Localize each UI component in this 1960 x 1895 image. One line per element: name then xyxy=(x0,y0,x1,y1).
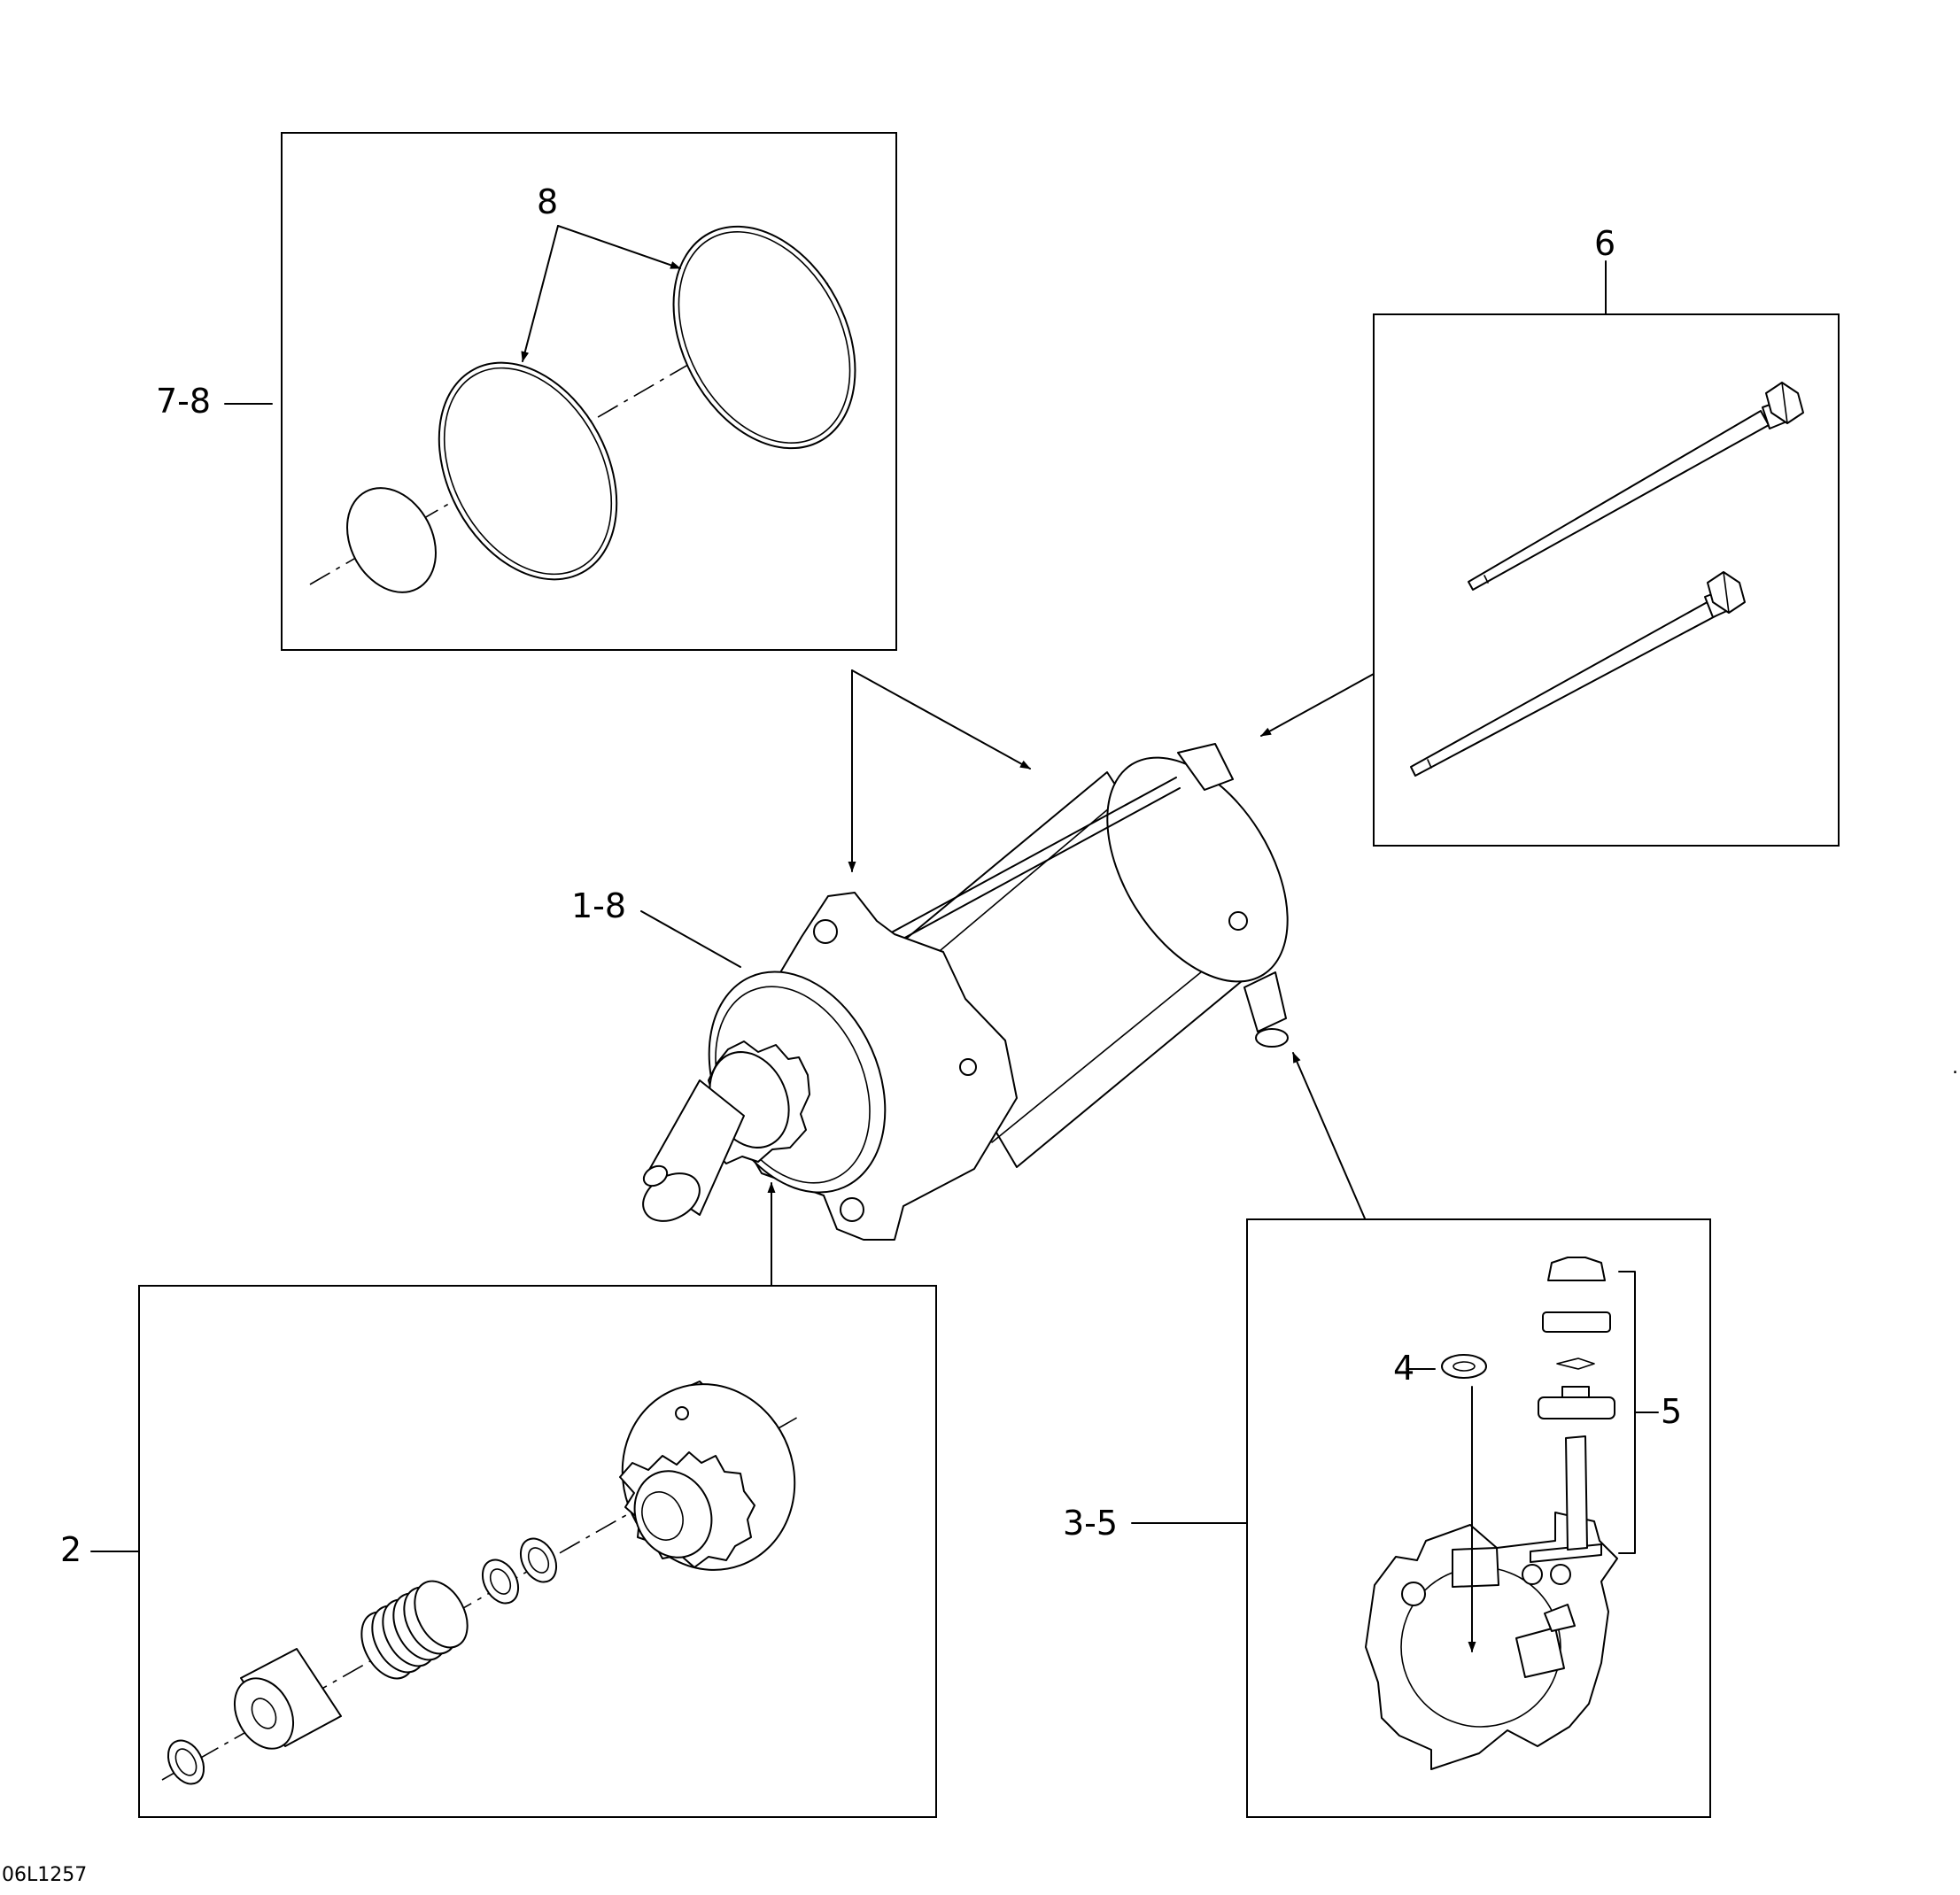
starter-body-seam xyxy=(911,798,1121,975)
drive-pinion-bore xyxy=(641,1491,684,1541)
large-o-ring-inner xyxy=(678,231,851,444)
brush-holder-box xyxy=(1246,1218,1711,1818)
o-ring-kit-box: 8 xyxy=(281,132,897,651)
brush-block-a xyxy=(1452,1547,1499,1588)
terminal-tip xyxy=(1255,1028,1289,1048)
bolt-to-starter-arrow xyxy=(1260,673,1375,737)
through-bolt-box: 6 xyxy=(1373,224,1840,847)
figure-code: 06L1257 xyxy=(2,1864,87,1886)
callout-1-8-label: 1-8 xyxy=(571,886,626,925)
shaft-tip xyxy=(642,1164,669,1187)
terminal-bolt-shank xyxy=(1565,1435,1588,1551)
brush-plate-hole-right-b xyxy=(1550,1564,1571,1585)
rear-cap-nut xyxy=(1177,743,1234,791)
brush-holder-to-starter-arrow xyxy=(1292,1052,1366,1219)
drive-washer-a-hole xyxy=(489,1568,512,1595)
drive-bushing xyxy=(233,1648,342,1750)
drive-spring xyxy=(360,1580,469,1680)
through-bolt-upper xyxy=(1468,382,1804,591)
starter-through-bolt-upper-b xyxy=(879,787,1181,952)
bolt-lower-hex-edge xyxy=(1723,571,1730,614)
terminal-stud xyxy=(1243,971,1287,1033)
drive-washer-a xyxy=(481,1559,520,1605)
lock-washer xyxy=(1556,1357,1595,1370)
drive-clutch-housing xyxy=(619,1381,796,1571)
drive-washer-b xyxy=(519,1537,558,1583)
starter-drive-box xyxy=(138,1285,937,1818)
callout-4-label: 4 xyxy=(1393,1349,1414,1388)
brush-block-b xyxy=(1515,1627,1565,1678)
starter-through-bolt-upper xyxy=(876,777,1177,941)
callout-2-label: 2 xyxy=(60,1530,81,1569)
ring-washer xyxy=(1441,1354,1487,1379)
large-o-ring xyxy=(672,225,856,450)
o-ring-to-starter-arrow-diagonal xyxy=(851,669,1031,770)
insulator-washer-boss xyxy=(1561,1386,1590,1398)
through-bolt-lower xyxy=(1410,571,1746,777)
callout-7-8-label: 7-8 xyxy=(156,382,211,421)
o-ring-kit-frame xyxy=(281,132,897,651)
callout-3-5-label: 3-5 xyxy=(1063,1504,1118,1543)
callout-8-arrow-left xyxy=(521,225,559,362)
bushing-face xyxy=(233,1677,295,1750)
starter-motor-assembly xyxy=(642,743,1289,1241)
bolt-upper-hex-edge xyxy=(1781,382,1788,424)
flange-hole-side xyxy=(959,1058,977,1076)
medium-o-ring xyxy=(438,361,618,581)
brush-plate-hole-left xyxy=(1401,1582,1426,1606)
bolt-lower-shank xyxy=(1410,599,1721,777)
bolt-lower-thread-mark xyxy=(1427,759,1432,769)
terminal-nut xyxy=(1547,1257,1606,1281)
flange-hole-top xyxy=(813,919,838,944)
starter-body-seam-lower xyxy=(991,955,1221,1143)
medium-o-ring-inner xyxy=(443,367,613,576)
flange-hole-bottom xyxy=(840,1197,864,1222)
callout-6-label: 6 xyxy=(1594,224,1615,263)
drive-washer-b-hole xyxy=(527,1547,550,1574)
rear-cap-hole xyxy=(1228,911,1248,931)
callout-1-8-leader xyxy=(640,910,741,968)
small-o-ring xyxy=(346,487,437,593)
stray-mark: . xyxy=(1952,1056,1958,1079)
callout-5-label: 5 xyxy=(1661,1392,1682,1431)
callout-5-bracket xyxy=(1618,1271,1636,1554)
brush-holder-frame xyxy=(1246,1218,1711,1818)
bolt-upper-shank xyxy=(1468,410,1770,591)
brush-block-c xyxy=(1544,1604,1576,1632)
callout-8-arrow-right xyxy=(557,225,681,269)
drive-end-washer-hole xyxy=(174,1748,198,1776)
spring-coil-6 xyxy=(414,1580,469,1649)
ring-washer-hole xyxy=(1453,1361,1476,1372)
flat-washer xyxy=(1542,1311,1611,1333)
drive-end-washer xyxy=(167,1739,205,1785)
brush-plate-hole-right-a xyxy=(1522,1564,1543,1585)
bolt-upper-thread-mark xyxy=(1484,575,1489,584)
bushing-bore xyxy=(251,1698,277,1729)
clutch-housing-dot xyxy=(675,1406,689,1420)
insulator-washer xyxy=(1538,1396,1615,1419)
callout-8-label: 8 xyxy=(537,182,558,221)
